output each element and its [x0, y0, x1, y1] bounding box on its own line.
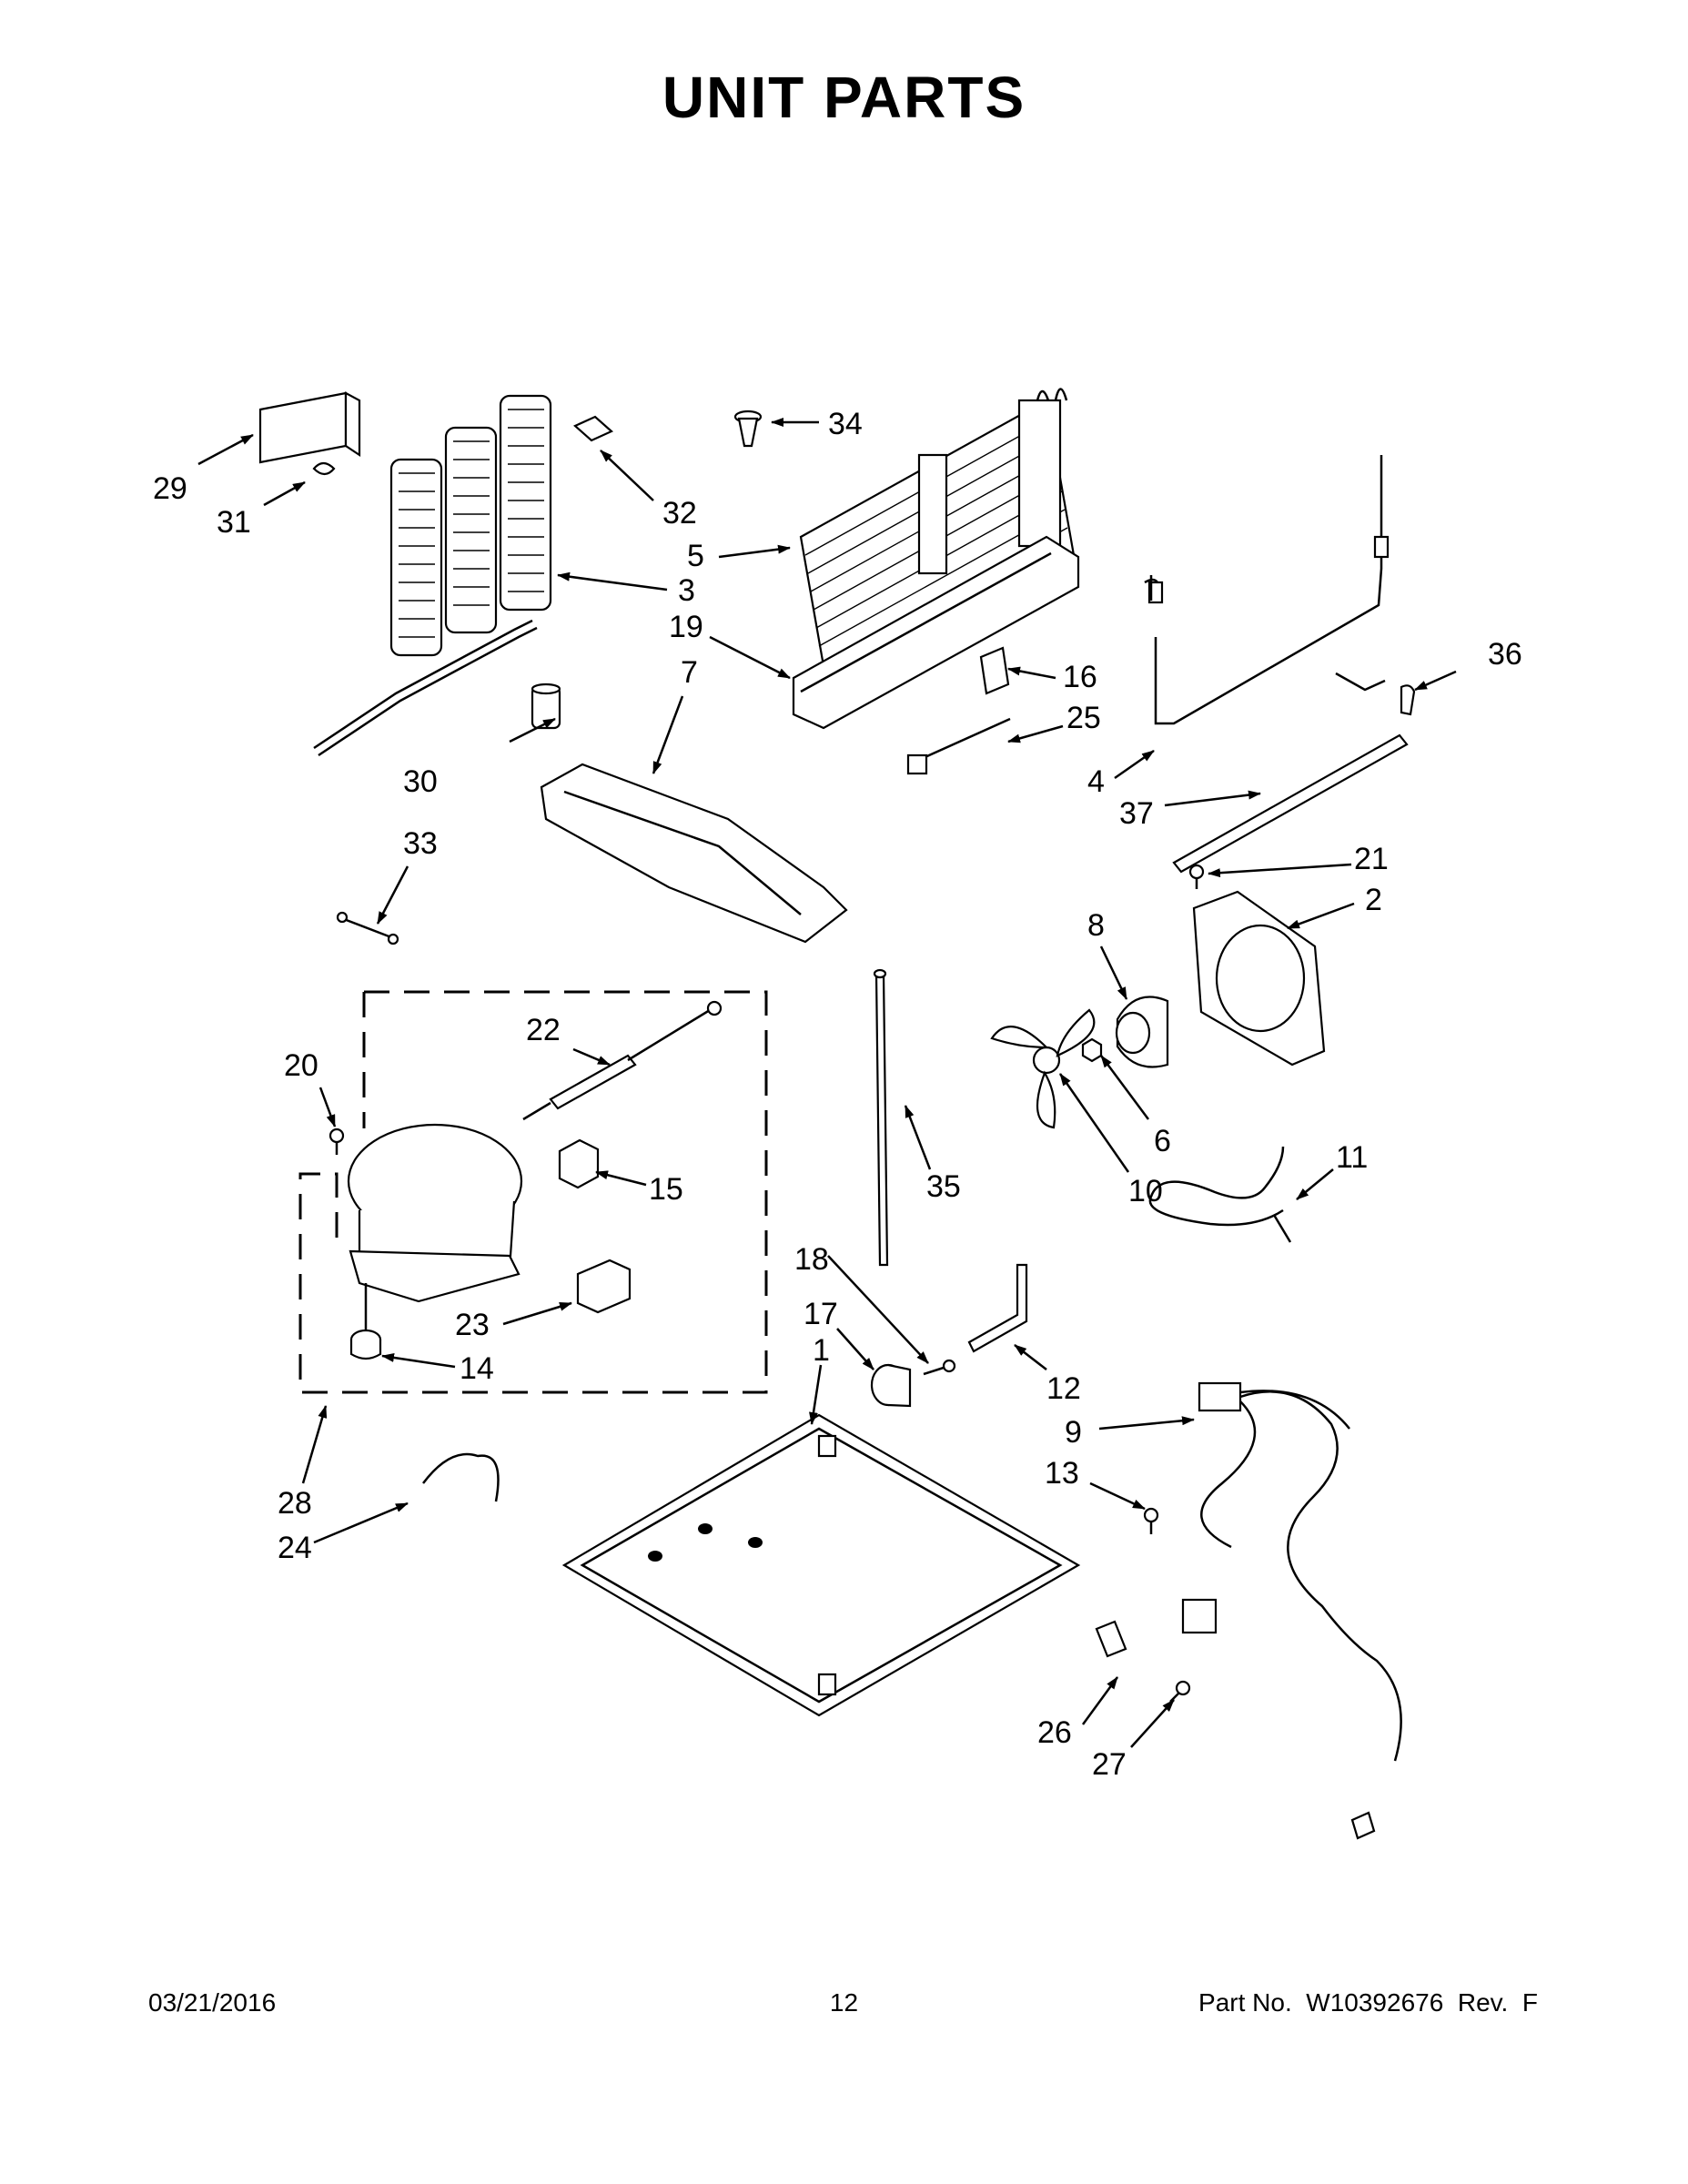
- part-18-screw: [923, 1359, 956, 1376]
- callout-labels: 1 2 3 4 5 6 7 8 9 10 11 12 13 14 15 16 1…: [153, 407, 1522, 1782]
- part-28-compressor-assembly: [298, 990, 768, 1394]
- callout-30: 30: [403, 764, 438, 799]
- part-35-rod: [873, 968, 889, 1267]
- callout-15: 15: [649, 1172, 683, 1207]
- callout-33: 33: [403, 826, 438, 861]
- callout-7: 7: [681, 655, 698, 690]
- part-8-fan-motor: [1115, 996, 1169, 1068]
- callout-29: 29: [153, 471, 187, 506]
- callout-8: 8: [1087, 908, 1105, 943]
- callout-26: 26: [1037, 1715, 1072, 1750]
- callout-31: 31: [217, 505, 251, 540]
- callout-6: 6: [1154, 1124, 1171, 1158]
- callout-4: 4: [1087, 764, 1105, 799]
- part-14-grommet: [349, 1283, 382, 1360]
- callout-37: 37: [1119, 796, 1154, 831]
- callout-1: 1: [813, 1333, 830, 1368]
- callout-24: 24: [278, 1531, 312, 1565]
- callout-36: 36: [1488, 637, 1522, 672]
- part-23-overload: [576, 1259, 632, 1314]
- footer-date: 03/21/2016: [148, 1988, 277, 2017]
- callout-19: 19: [669, 610, 703, 644]
- footer-part-number: Part No. W10392676 Rev. F: [1198, 1988, 1538, 2017]
- callout-17: 17: [804, 1297, 838, 1331]
- callout-13: 13: [1045, 1456, 1079, 1491]
- callout-25: 25: [1066, 701, 1101, 735]
- callout-20: 20: [284, 1048, 318, 1083]
- callout-11: 11: [1336, 1140, 1368, 1175]
- callout-32: 32: [662, 496, 697, 531]
- part-1-base-frame: [561, 1413, 1081, 1717]
- part-34-plug: [733, 410, 763, 448]
- part-2-fan-bracket: [1192, 890, 1326, 1067]
- leader-lines: [197, 418, 1457, 1748]
- callout-34: 34: [828, 407, 863, 441]
- part-9-wire-harness: [1181, 1381, 1402, 1840]
- part-17-roller: [870, 1363, 912, 1408]
- callout-12: 12: [1046, 1371, 1081, 1406]
- page-title: UNIT PARTS: [662, 65, 1026, 130]
- part-29-bracket-plate: [258, 391, 361, 464]
- part-24-wire-clip: [422, 1452, 500, 1502]
- part-27-screw: [1169, 1680, 1191, 1703]
- part-6-nut: [1081, 1037, 1103, 1063]
- part-3-condenser-coil: [313, 394, 552, 757]
- part-32-clip: [573, 415, 613, 442]
- callout-22: 22: [526, 1013, 561, 1047]
- callout-27: 27: [1092, 1747, 1127, 1782]
- part-11-hose: [1148, 1146, 1292, 1243]
- part-4-heater: [1144, 455, 1390, 725]
- part-26-clip: [1095, 1620, 1127, 1658]
- callout-23: 23: [455, 1308, 490, 1342]
- part-19-drain-tray: [792, 535, 1080, 730]
- part-16-bracket: [979, 646, 1010, 695]
- callout-9: 9: [1065, 1415, 1082, 1450]
- callout-14: 14: [460, 1351, 494, 1386]
- part-compressor-body: [347, 1123, 523, 1303]
- part-36-clip-wire: [1335, 672, 1416, 716]
- callout-28: 28: [278, 1486, 312, 1521]
- part-21-screw: [1188, 864, 1205, 889]
- part-10-fan-blade: [990, 1008, 1096, 1129]
- footer-page-number: 12: [829, 1988, 859, 2017]
- callout-35: 35: [926, 1169, 961, 1204]
- part-31-clip: [312, 461, 336, 476]
- part-20-screw: [329, 1127, 345, 1155]
- part-15-relay: [558, 1138, 600, 1189]
- part-22-filter-drier: [522, 1000, 723, 1121]
- part-33-link: [336, 911, 399, 945]
- callout-16: 16: [1063, 660, 1097, 694]
- part-7-drip-tray: [540, 763, 848, 944]
- part-13-screw: [1143, 1507, 1159, 1534]
- callout-21: 21: [1354, 842, 1389, 876]
- callout-2: 2: [1365, 883, 1382, 917]
- callout-5: 5: [687, 539, 704, 573]
- part-25-strap: [906, 717, 1011, 775]
- part-30-cylinder: [531, 682, 561, 730]
- callout-10: 10: [1128, 1174, 1163, 1208]
- part-12-tube: [967, 1263, 1028, 1353]
- callout-18: 18: [794, 1242, 829, 1277]
- callout-3: 3: [678, 573, 695, 608]
- part-37-rod: [1172, 733, 1409, 874]
